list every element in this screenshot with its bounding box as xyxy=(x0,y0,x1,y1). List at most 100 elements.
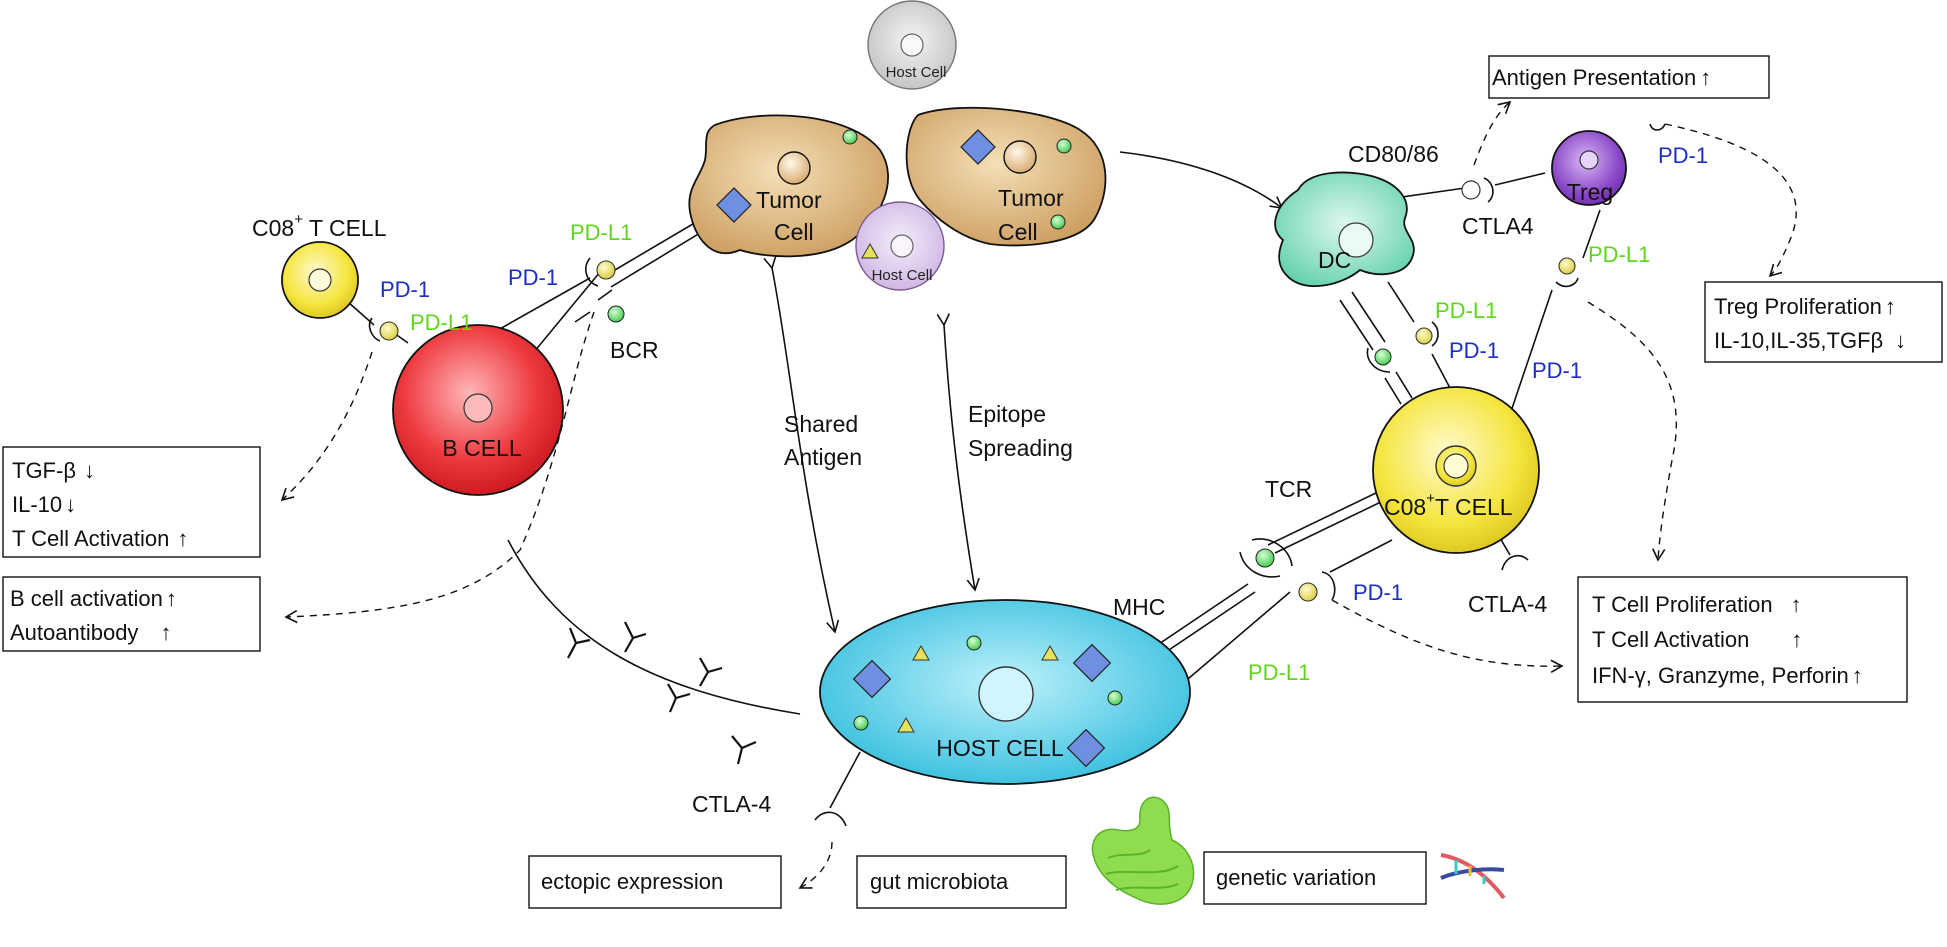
box-ectopic-expression: ectopic expression xyxy=(528,855,782,909)
svg-text:Treg Proliferation↑: Treg Proliferation↑ xyxy=(1714,294,1896,319)
label-pd1-bcell: PD-1 xyxy=(508,265,558,290)
antigen-presentation-text: Antigen Presentation xyxy=(1492,65,1696,90)
cd8-left-label-sup: + xyxy=(294,211,303,228)
label-pdl1-treg: PD-L1 xyxy=(1588,242,1650,267)
b-cell-activation-text: B cell activation xyxy=(10,586,163,611)
shared-antigen-line1: Shared xyxy=(784,411,858,437)
autoantibody-arrow: ↑ xyxy=(160,620,171,645)
label-pdl1-host: PD-L1 xyxy=(1248,660,1310,685)
host-cell-top: Host Cell xyxy=(867,0,957,90)
label-pd1-host: PD-1 xyxy=(1353,580,1403,605)
gut-icon xyxy=(1091,796,1195,905)
label-pdl1-dc: PD-L1 xyxy=(1435,298,1497,323)
svg-text:Antigen Presentation↑: Antigen Presentation↑ xyxy=(1492,65,1711,90)
il10-text: IL-10 xyxy=(12,492,62,517)
ectopic-expression-text: ectopic expression xyxy=(541,869,723,894)
ifn-granzyme-arrow: ↑ xyxy=(1852,663,1863,688)
svg-text:IL-10↓: IL-10↓ xyxy=(12,492,76,517)
box-bcell-outcomes: B cell activation↑ Autoantibody ↑ xyxy=(2,576,261,652)
tgf-beta-arrow: ↓ xyxy=(84,458,95,483)
ifn-granzyme-text: IFN-γ, Granzyme, Perforin xyxy=(1592,663,1849,688)
label-mhc: MHC xyxy=(1113,594,1165,620)
il10-arrow: ↓ xyxy=(65,492,76,517)
treg-proliferation-text: Treg Proliferation xyxy=(1714,294,1882,319)
label-cd80-86: CD80/86 xyxy=(1348,141,1439,167)
box-tgf-outcomes: TGF-β↓ IL-10↓ T Cell Activation↑ xyxy=(2,446,261,558)
svg-text:IFN-γ, Granzyme, Perforin↑: IFN-γ, Granzyme, Perforin↑ xyxy=(1592,663,1863,688)
label-ctla4-host: CTLA-4 xyxy=(692,791,771,817)
tumor-left-label-1: Tumor xyxy=(756,187,822,213)
cd8-right-label-pre: C08 xyxy=(1384,494,1426,520)
tumor-cell-left: Tumor Cell xyxy=(688,114,889,258)
t-cell-activation-text: T Cell Activation xyxy=(12,526,169,551)
label-ctla4-t: CTLA-4 xyxy=(1468,591,1547,617)
antigen-presentation-arrow: ↑ xyxy=(1700,65,1711,90)
epitope-spreading-line2: Spreading xyxy=(968,435,1073,461)
t-cell-activation-right-arrow: ↑ xyxy=(1791,627,1802,652)
tumor-right-label-1: Tumor xyxy=(998,185,1064,211)
svg-text:T Cell Activation↑: T Cell Activation ↑ xyxy=(12,526,188,551)
dendritic-cell: DC xyxy=(1274,171,1415,287)
epitope-spreading-line1: Epitope xyxy=(968,401,1046,427)
cd8-left-label-pre: C08 xyxy=(252,215,294,241)
tumor-cell-right: Tumor Cell xyxy=(905,106,1107,247)
dc-label: DC xyxy=(1318,247,1351,273)
tumor-left-label-2: Cell xyxy=(774,219,814,245)
b-cell: B CELL xyxy=(392,324,564,496)
box-gut-microbiota: gut microbiota xyxy=(856,855,1067,909)
cd8-right-label-sup: + xyxy=(1426,490,1435,507)
treg-cytokines-arrow: ↓ xyxy=(1895,328,1906,353)
antibodies xyxy=(567,621,757,765)
box-treg-outcomes: Treg Proliferation↑ IL-10,IL-35,TGFβ ↓ xyxy=(1704,281,1943,363)
label-ctla4-dc: CTLA4 xyxy=(1462,213,1534,239)
svg-text:T Cell Activation↑: T Cell Activation ↑ xyxy=(1592,627,1802,652)
label-pd1-dc: PD-1 xyxy=(1449,338,1499,363)
t-cell-proliferation-arrow: ↑ xyxy=(1791,592,1802,617)
cd8-t-cell-left: C08+ T CELL xyxy=(252,211,387,319)
tgf-beta-text: TGF-β xyxy=(12,458,76,483)
box-tcell-outcomes: T Cell Proliferation ↑ T Cell Activation ↑… xyxy=(1577,576,1908,703)
receptor-glyphs xyxy=(368,123,1666,827)
svg-text:T Cell Proliferation↑: T Cell Proliferation ↑ xyxy=(1592,592,1802,617)
svg-text:B cell activation↑: B cell activation↑ xyxy=(10,586,177,611)
host-cell-big-label: HOST CELL xyxy=(936,735,1064,761)
host-cell-middle-label: Host Cell xyxy=(872,267,933,284)
svg-text:C08+ T CELL: C08+ T CELL xyxy=(252,211,387,241)
svg-text:IL-10,IL-35,TGFβ↓: IL-10,IL-35,TGFβ ↓ xyxy=(1714,328,1906,353)
cd8-t-cell-right: C08+T CELL xyxy=(1372,386,1540,554)
t-cell-activation-right-text: T Cell Activation xyxy=(1592,627,1749,652)
treg-cytokines-text: IL-10,IL-35,TGFβ xyxy=(1714,328,1883,353)
svg-text:C08+T CELL: C08+T CELL xyxy=(1384,490,1513,520)
t-cell-proliferation-text: T Cell Proliferation xyxy=(1592,592,1773,617)
dna-icon xyxy=(1440,853,1506,900)
treg-cell: Treg xyxy=(1551,130,1627,206)
t-cell-activation-arrow: ↑ xyxy=(177,526,188,551)
label-pd1-cd8-left: PD-1 xyxy=(380,277,430,302)
svg-text:TGF-β↓: TGF-β ↓ xyxy=(12,458,95,483)
label-tcr: TCR xyxy=(1265,476,1312,502)
genetic-variation-text: genetic variation xyxy=(1216,865,1376,890)
box-genetic-variation: genetic variation xyxy=(1203,851,1427,905)
label-pdl1-tumor: PD-L1 xyxy=(570,220,632,245)
label-pdl1-cd8-left: PD-L1 xyxy=(410,310,472,335)
receptor-labels: PD-1 PD-L1 PD-L1 PD-1 BCR CD80/86 CTLA4 … xyxy=(380,141,1708,817)
box-antigen-presentation: Antigen Presentation↑ xyxy=(1488,55,1770,99)
shared-antigen-line2: Antigen xyxy=(784,444,862,470)
cd8-right-label-post: T CELL xyxy=(1435,494,1513,520)
label-pd1-t: PD-1 xyxy=(1532,358,1582,383)
label-bcr: BCR xyxy=(610,337,659,363)
host-cell-top-label: Host Cell xyxy=(886,64,947,81)
autoantibody-text: Autoantibody xyxy=(10,620,138,645)
label-pd1-treg: PD-1 xyxy=(1658,143,1708,168)
cd8-left-label-post: T CELL xyxy=(303,215,387,241)
mechanism-labels: Shared Antigen Epitope Spreading xyxy=(784,401,1073,470)
b-cell-label: B CELL xyxy=(442,435,521,461)
gut-microbiota-text: gut microbiota xyxy=(870,869,1009,894)
treg-proliferation-arrow: ↑ xyxy=(1885,294,1896,319)
treg-label: Treg xyxy=(1567,179,1613,205)
svg-text:Autoantibody↑: Autoantibody ↑ xyxy=(10,620,171,645)
host-cell-big: HOST CELL xyxy=(819,599,1191,785)
host-cell-middle: Host Cell xyxy=(855,201,945,291)
